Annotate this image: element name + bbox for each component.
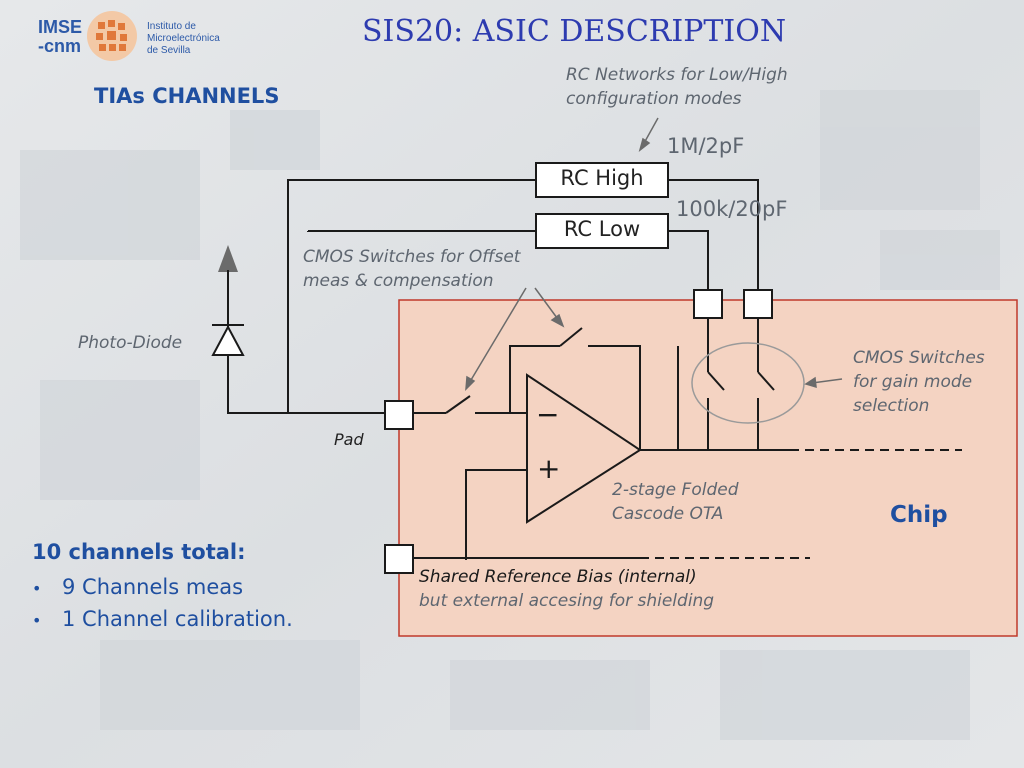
rc-high-box xyxy=(535,162,669,198)
pad-in xyxy=(384,400,414,430)
photodiode-icon xyxy=(211,245,245,413)
shared-line1: Shared Reference Bias (internal) xyxy=(419,567,697,587)
ota-line2: Cascode OTA xyxy=(612,504,724,524)
gain-switch-ellipse xyxy=(691,342,805,424)
logo-acronym: IMSE -cnm xyxy=(38,18,82,56)
pad-rc-low xyxy=(693,289,723,319)
bullet-icon: • xyxy=(32,579,42,598)
logo-institute-line2: Microelectrónica xyxy=(147,33,220,44)
opamp xyxy=(526,373,642,524)
section-title: TIAs CHANNELS xyxy=(94,84,280,108)
bullet-icon: • xyxy=(32,611,42,630)
offset-arrow-right xyxy=(534,287,561,323)
summary-item-label: 1 Channel calibration. xyxy=(62,607,293,631)
summary-item: • 1 Channel calibration. xyxy=(32,604,293,636)
logo-acronym-line1: IMSE xyxy=(38,17,83,37)
page-title: SIS20: ASIC DESCRIPTION xyxy=(362,14,787,49)
offset-arrow-left xyxy=(467,287,527,386)
rc-high-out xyxy=(668,179,759,290)
offset-switches-note: CMOS Switches for Offset meas & compensa… xyxy=(303,245,520,293)
rc-low-label: RC Low xyxy=(563,217,641,241)
ota-line1: 2-stage Folded xyxy=(612,480,739,500)
rc-networks-line1: RC Networks for Low/High xyxy=(566,65,788,85)
ota-note: 2-stage Folded Cascode OTA xyxy=(612,478,739,526)
shared-line2: but external accesing for shielding xyxy=(419,591,715,611)
offset-switches-line2: meas & compensation xyxy=(303,271,494,291)
pad-rc-high xyxy=(743,289,773,319)
pad-label: Pad xyxy=(334,430,364,449)
pad-ref xyxy=(384,544,414,574)
summary-item: • 9 Channels meas xyxy=(32,572,293,604)
summary-item-label: 9 Channels meas xyxy=(62,575,244,599)
photo-diode-label: Photo-Diode xyxy=(78,333,183,353)
gain-switches-note: CMOS Switches for gain mode selection xyxy=(853,346,985,418)
opamp-minus: − xyxy=(536,398,560,431)
feedback-wire-high xyxy=(287,179,536,413)
rc-high-label: RC High xyxy=(560,166,644,190)
rc-low-box xyxy=(535,213,669,249)
chip-label: Chip xyxy=(890,502,948,528)
gain-switches-line2: for gain mode xyxy=(853,372,973,392)
logo-institute-line3: de Sevilla xyxy=(147,45,191,56)
gain-arrow xyxy=(811,378,843,384)
logo-institute-line1: Instituto de xyxy=(147,21,196,32)
shared-bias-note: Shared Reference Bias (internal) but ext… xyxy=(419,565,714,613)
rc-low-value: 100k/20pF xyxy=(676,197,788,221)
offset-switches-line1: CMOS Switches for Offset xyxy=(303,247,521,267)
gain-switches-line1: CMOS Switches xyxy=(853,348,985,368)
logo-acronym-line2: -cnm xyxy=(38,36,82,56)
rc-networks-note: RC Networks for Low/High configuration m… xyxy=(566,63,788,111)
rc-high-value: 1M/2pF xyxy=(667,134,745,158)
summary-list: • 9 Channels meas • 1 Channel calibration. xyxy=(32,572,293,636)
rc-networks-line2: configuration modes xyxy=(566,89,742,109)
summary-heading: 10 channels total: xyxy=(32,540,246,564)
gain-switches-line3: selection xyxy=(853,396,930,416)
opamp-plus: + xyxy=(537,452,561,485)
logo-icon xyxy=(87,11,137,61)
logo-institute: Instituto de Microelectrónica de Sevilla xyxy=(147,21,220,57)
rc-low-out xyxy=(668,230,709,290)
